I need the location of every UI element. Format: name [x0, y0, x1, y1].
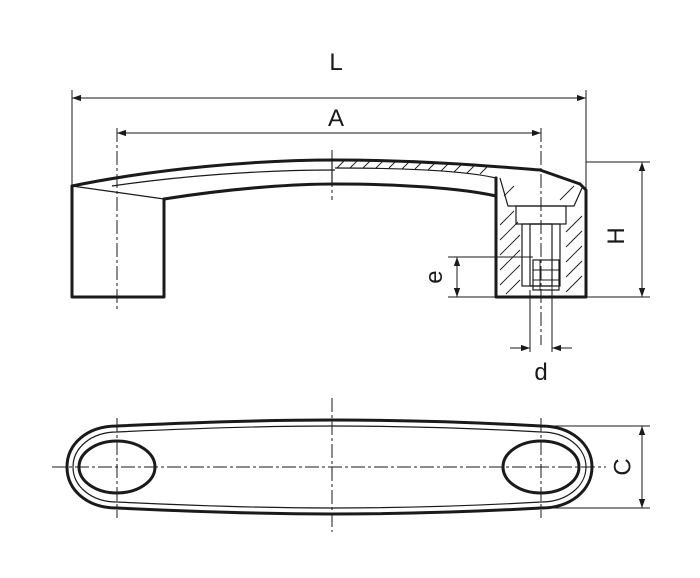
label-C: C	[609, 458, 636, 475]
side-view: L A H e d	[70, 49, 650, 386]
section-hatching-top	[334, 159, 497, 179]
dimension-H: H	[586, 161, 650, 298]
handle-bottom-edge	[162, 182, 498, 201]
handle-top-edge	[70, 158, 582, 188]
dimension-C: C	[541, 425, 650, 509]
dimension-A: A	[117, 105, 541, 137]
dimension-d: d	[510, 290, 572, 386]
label-H: H	[603, 227, 630, 244]
left-foot	[70, 184, 166, 299]
label-d: d	[534, 359, 547, 386]
label-A: A	[328, 105, 344, 132]
handle-inner-line	[111, 169, 336, 187]
top-view: C	[52, 398, 650, 532]
top-inner-outline	[72, 425, 587, 509]
label-L: L	[329, 49, 342, 76]
dimension-L: L	[71, 49, 587, 190]
label-e: e	[421, 270, 448, 283]
threaded-insert	[532, 259, 560, 291]
dimension-e: e	[421, 256, 533, 298]
